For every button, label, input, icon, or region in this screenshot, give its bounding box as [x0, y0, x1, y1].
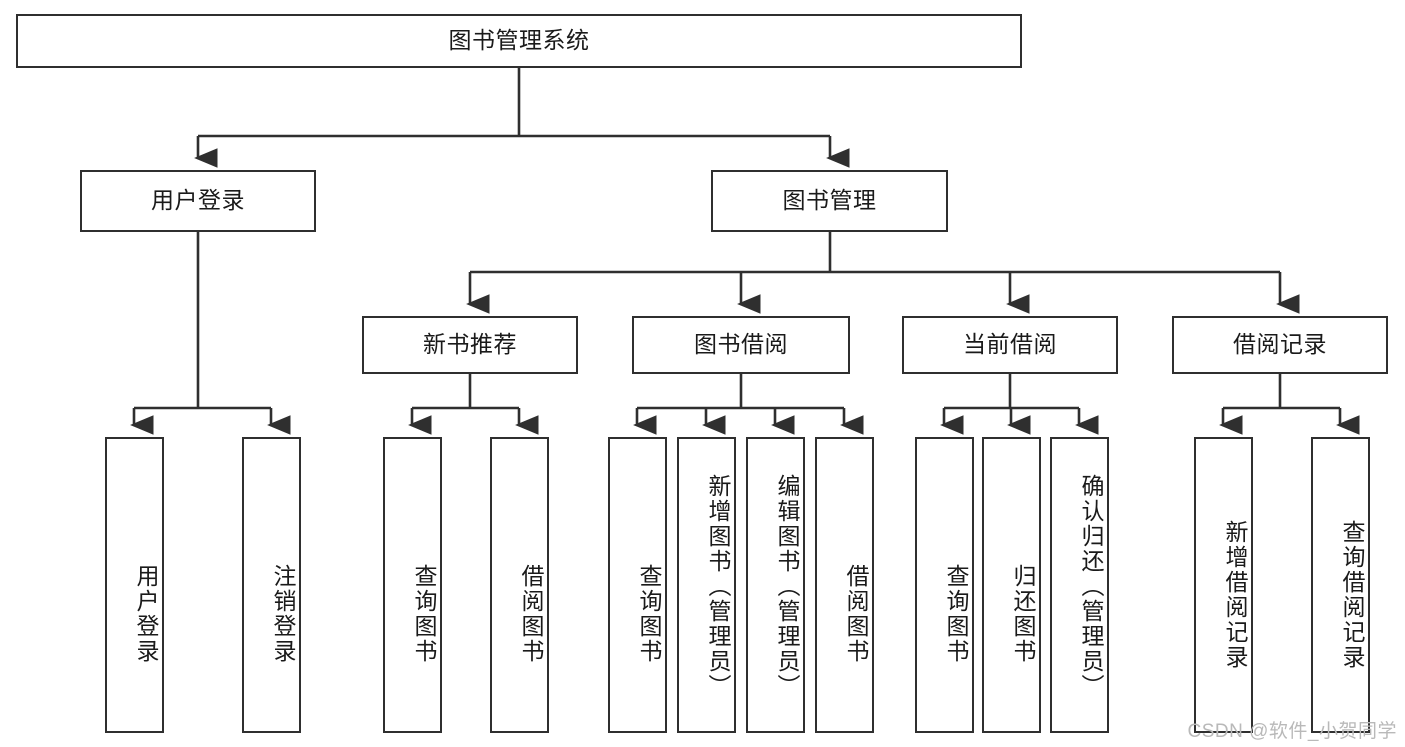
- node-label: 图书借阅: [694, 331, 788, 358]
- watermark: CSDN @软件_小贺同学: [1187, 721, 1397, 742]
- leaf-logout[interactable]: 注销登录: [242, 437, 301, 733]
- node-label: 新增借阅记录: [1222, 520, 1248, 670]
- node-label: 新增图书（管理员）: [705, 473, 731, 699]
- node-label: 借阅图书: [518, 564, 544, 664]
- leaf-query-book-recommend[interactable]: 查询图书: [383, 437, 442, 733]
- node-label: 注销登录: [270, 564, 296, 664]
- node-label: 图书管理系统: [448, 27, 590, 54]
- leaf-add-borrow-record[interactable]: 新增借阅记录: [1194, 437, 1253, 733]
- leaf-borrow-book[interactable]: 借阅图书: [815, 437, 874, 733]
- leaf-user-login[interactable]: 用户登录: [105, 437, 164, 733]
- node-label: 归还图书: [1010, 564, 1036, 664]
- leaf-add-book[interactable]: 新增图书（管理员）: [677, 437, 736, 733]
- leaf-query-book-borrow[interactable]: 查询图书: [608, 437, 667, 733]
- node-label: 借阅记录: [1233, 331, 1327, 358]
- node-label: 用户登录: [151, 187, 245, 214]
- node-new-book-recommend[interactable]: 新书推荐: [362, 316, 578, 374]
- node-label: 查询图书: [943, 564, 969, 664]
- leaf-query-borrow-record[interactable]: 查询借阅记录: [1311, 437, 1370, 733]
- node-label: 确认归还（管理员）: [1078, 473, 1104, 699]
- node-label: 查询借阅记录: [1339, 520, 1365, 670]
- node-label: 查询图书: [636, 564, 662, 664]
- node-label: 借阅图书: [843, 564, 869, 664]
- node-label: 用户登录: [133, 564, 159, 664]
- leaf-return-book[interactable]: 归还图书: [982, 437, 1041, 733]
- node-label: 编辑图书（管理员）: [774, 473, 800, 699]
- leaf-confirm-return[interactable]: 确认归还（管理员）: [1050, 437, 1109, 733]
- node-label: 当前借阅: [963, 331, 1057, 358]
- node-current-borrow[interactable]: 当前借阅: [902, 316, 1118, 374]
- node-borrow-record[interactable]: 借阅记录: [1172, 316, 1388, 374]
- node-book-borrow[interactable]: 图书借阅: [632, 316, 850, 374]
- node-root-system[interactable]: 图书管理系统: [16, 14, 1022, 68]
- node-label: 图书管理: [782, 187, 877, 214]
- node-book-manage[interactable]: 图书管理: [711, 170, 948, 232]
- node-label: 查询图书: [411, 564, 437, 664]
- leaf-borrow-book-recommend[interactable]: 借阅图书: [490, 437, 549, 733]
- node-user-login[interactable]: 用户登录: [80, 170, 316, 232]
- node-label: 新书推荐: [423, 331, 517, 358]
- leaf-edit-book[interactable]: 编辑图书（管理员）: [746, 437, 805, 733]
- leaf-query-book-current[interactable]: 查询图书: [915, 437, 974, 733]
